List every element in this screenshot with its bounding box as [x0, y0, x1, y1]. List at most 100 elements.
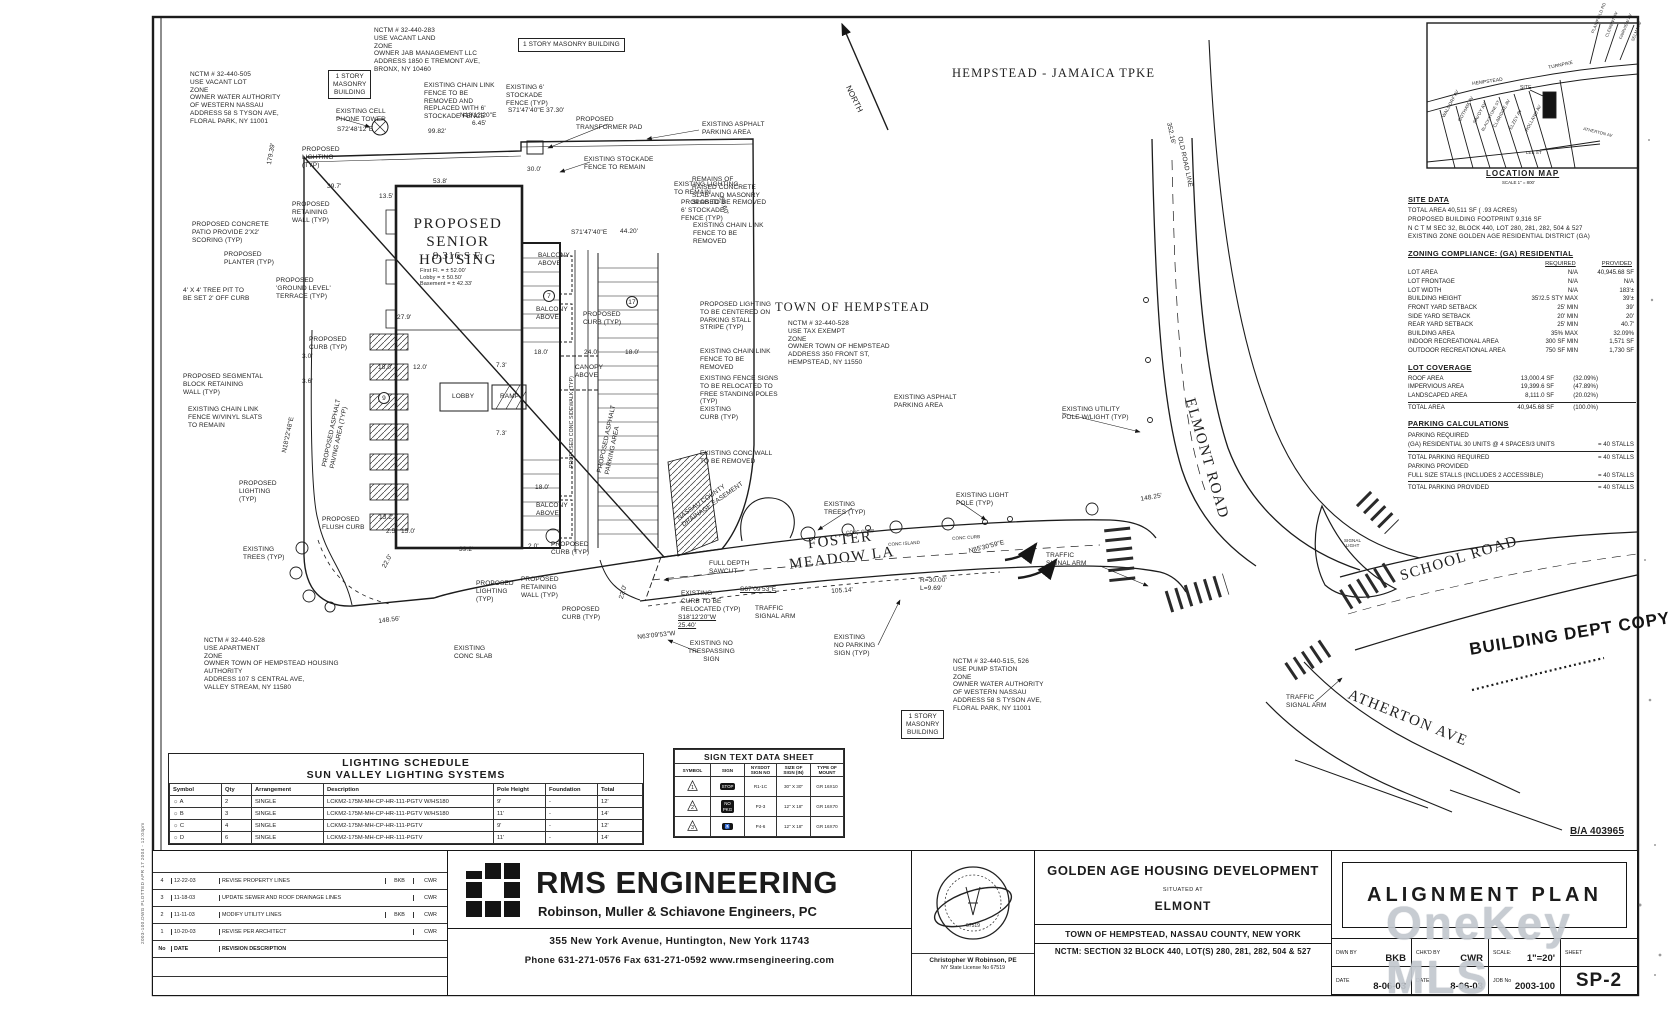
lighting-pole-height: 11': [493, 831, 546, 844]
scale-cell: SCALE: 1"=20': [1489, 939, 1561, 967]
revision-description: REVISE PER ARCHITECT: [219, 929, 385, 935]
engineer-name: Christopher W Robinson, PE: [912, 953, 1034, 964]
location-map-lines: [1426, 22, 1639, 169]
zoning-required-value: 20' MIN: [1557, 312, 1578, 320]
zoning-required-value: 25' MIN: [1557, 303, 1578, 311]
coverage-label: ROOF AREA: [1408, 374, 1444, 382]
lot-coverage-row: IMPERVIOUS AREA 19,399.6 SF (47.89%): [1408, 383, 1636, 392]
sheet-number: SP-2: [1575, 970, 1623, 991]
drawing-title-block: ALIGNMENT PLAN DWN BY BKB CHK'D BY CWR S…: [1331, 850, 1638, 996]
zoning-label: BUILDING HEIGHT: [1408, 295, 1462, 303]
lighting-qty: 6: [221, 831, 252, 844]
coverage-area: 19,399.6 SF: [1520, 383, 1554, 391]
lighting-total: 14': [597, 807, 643, 820]
revision-description: REVISE PROPERTY LINES: [219, 878, 385, 884]
lighting-description: LCKM2-175M-MH-CP-HR-111-PGTV: [323, 831, 494, 844]
revision-date: 11-18-03: [171, 895, 219, 901]
leader-lines: [335, 116, 1343, 703]
project-town: TOWN OF HEMPSTEAD, NASSAU COUNTY, NEW YO…: [1065, 929, 1301, 939]
engineer-seal-icon: 67519: [933, 866, 1013, 940]
revision-header-row: No DATE REVISION DESCRIPTION: [153, 940, 447, 957]
zoning-provided-value: 40.7': [1620, 321, 1634, 329]
job-no-cell: JOB No 2003-100: [1489, 967, 1561, 995]
site-data-title: SITE DATA: [1408, 195, 1450, 204]
sign-col-mount: TYPE OF MOUNT: [810, 763, 844, 777]
coverage-percent: (100.0%): [1573, 403, 1598, 411]
sign-header-row: SYMBOL SIGN NYSDOT SIGN NO SIZE OF SIGN …: [674, 763, 844, 777]
lighting-col-total: Total: [597, 783, 643, 796]
sign-glyph-icon: STOP: [719, 782, 736, 791]
sheet-border: [151, 15, 1640, 997]
parking-calc-line: (GA) RESIDENTIAL 30 UNITS @ 4 SPACES/3 U…: [1408, 440, 1634, 449]
sign-number: R1-1C: [744, 776, 777, 797]
zoning-label: LOT AREA: [1408, 269, 1438, 277]
sign-mount: GR 16X70: [810, 796, 844, 817]
engineer-stamp-block: 67519 Christopher W Robinson, PE NY Stat…: [911, 850, 1035, 996]
revision-checked: CWR: [413, 929, 447, 935]
zoning-provided-value: 39'±: [1622, 295, 1634, 303]
parking-line-value: = 40 STALLS: [1598, 483, 1634, 491]
engineer-license: NY State License No 67519: [941, 965, 1005, 971]
lighting-col-qty: Qty: [221, 783, 252, 796]
zoning-label: LOT WIDTH: [1408, 286, 1442, 294]
lighting-description: LCKM2-175M-MH-CP-HR-111-PGTV W/HS180: [323, 807, 494, 820]
revision-date: 12-22-03: [171, 878, 219, 884]
plot-margin-note: 2003-100.DWG PLOTTED APR 17 2004 - 12:04…: [140, 822, 145, 945]
project-title: GOLDEN AGE HOUSING DEVELOPMENT: [1047, 863, 1319, 878]
lighting-pole-height: 9': [493, 819, 546, 832]
road-foster-meadow: [317, 497, 1187, 607]
lighting-description: LCKM2-175M-MH-CP-HR-111-PGTV W/HS180: [323, 795, 494, 808]
lighting-schedule: LIGHTING SCHEDULE SUN VALLEY LIGHTING SY…: [168, 753, 644, 845]
project-nctm: NCTM: SECTION 32 BLOCK 440, LOT(S) 280, …: [1054, 947, 1312, 956]
zoning-label: OUTDOOR RECREATIONAL AREA: [1408, 347, 1506, 355]
site-data-line: PROPOSED BUILDING FOOTPRINT 9,316 SF: [1408, 215, 1542, 223]
chk-by-value: CWR: [1460, 953, 1483, 964]
revision-date: 11-11-03: [171, 912, 219, 918]
sign-number: P2-3: [744, 796, 777, 817]
zoning-required-value: 25' MIN: [1557, 321, 1578, 329]
revision-row: 2 11-11-03 MODIFY UTILITY LINES BKB CWR: [153, 906, 447, 923]
revision-row: 4 12-22-03 REVISE PROPERTY LINES BKB CWR: [153, 872, 447, 889]
parking-line-text: TOTAL PARKING PROVIDED: [1408, 483, 1490, 491]
sheet-label-cell: SHEET: [1561, 939, 1637, 967]
parking-calc-line: FULL SIZE STALLS (INCLUDES 2 ACCESSIBLE)…: [1408, 471, 1634, 480]
pavement-arrows: [1004, 542, 1058, 581]
project-title-block: GOLDEN AGE HOUSING DEVELOPMENT SITUATED …: [1034, 850, 1332, 996]
location-map-title: LOCATION MAP: [1486, 169, 1560, 178]
parking-stalls-east: [522, 250, 659, 552]
sign-row: 1 STOP R1-1C 30" X 30" GR 16X10: [674, 776, 844, 797]
zoning-row: FRONT YARD SETBACK 25' MIN 39': [1408, 304, 1636, 313]
site-data-panel: SITE DATA TOTAL AREA 40,511 SF ( .93 ACR…: [1408, 188, 1636, 492]
lighting-row: ☼ B 3 SINGLE LCKM2-175M-MH-CP-HR-111-PGT…: [169, 807, 643, 820]
sign-mount: GR 16X70: [810, 816, 844, 837]
site-data-line: EXISTING ZONE GOLDEN AGE RESIDENTIAL DIS…: [1408, 233, 1590, 241]
date2-value: 8-06-03: [1450, 981, 1483, 992]
lighting-foundation: -: [545, 795, 598, 808]
revision-col-no: No: [158, 946, 166, 952]
zoning-required-value: N/A: [1567, 277, 1578, 285]
chk-by-cell: CHK'D BY CWR: [1412, 939, 1489, 967]
firm-contact: Phone 631-271-0576 Fax 631-271-0592 www.…: [524, 955, 835, 966]
revision-checked: CWR: [413, 895, 447, 901]
zoning-title: ZONING COMPLIANCE: (GA) RESIDENTIAL: [1408, 249, 1574, 259]
zoning-row: SIDE YARD SETBACK 20' MIN 20': [1408, 313, 1636, 322]
zoning-row: LOT AREA N/A 40,945.68 SF: [1408, 269, 1636, 278]
onekey-mls-watermark: OneKey MLS: [1386, 897, 1572, 1003]
lighting-col-arrangement: Arrangement: [251, 783, 324, 796]
sign-col-size: SIZE OF SIGN (IN): [776, 763, 811, 777]
coverage-label: LANDSCAPED AREA: [1408, 392, 1468, 399]
zoning-row: LOT WIDTH N/A 183'±: [1408, 287, 1636, 296]
sign-size: 12" X 18": [776, 796, 811, 817]
zoning-rows: LOT AREA N/A 40,945.68 SF LOT FRONTAGE N…: [1408, 269, 1636, 355]
firm-subtitle: Robinson, Muller & Schiavone Engineers, …: [538, 904, 817, 919]
coverage-percent: (32.09%): [1573, 374, 1598, 382]
sign-row: 3 ♿ P4-6 12" X 18" GR 16X70: [674, 816, 844, 837]
revision-date: 10-20-03: [171, 929, 219, 935]
revision-number: 2: [160, 912, 164, 918]
parking-calc-line: TOTAL PARKING REQUIRED = 40 STALLS: [1408, 450, 1634, 462]
zoning-provided-value: 183'±: [1619, 286, 1634, 294]
zoning-label: INDOOR RECREATIONAL AREA: [1408, 338, 1499, 346]
sign-number: P4-6: [744, 816, 777, 837]
revision-number: 1: [160, 929, 164, 935]
lighting-foundation: -: [545, 831, 598, 844]
